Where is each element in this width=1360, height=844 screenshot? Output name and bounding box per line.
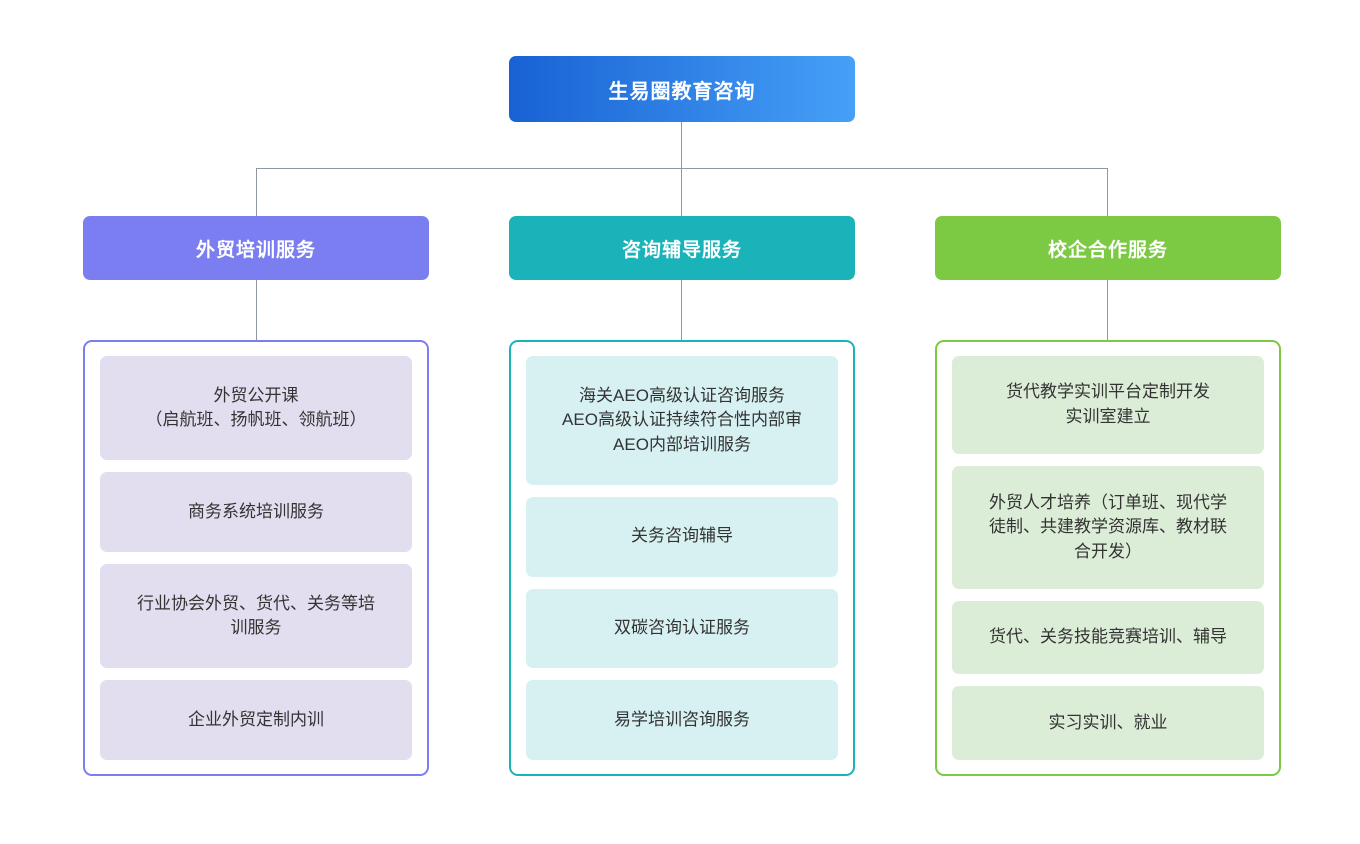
connector-stem-branch-1 [256, 280, 257, 340]
connector-root-stem [681, 122, 682, 168]
leaf-card-line: 关务咨询辅导 [631, 526, 733, 546]
leaf-card-text: 企业外贸定制内训 [188, 708, 324, 733]
branch-header-consulting[interactable]: 咨询辅导服务 [509, 216, 855, 280]
leaf-card[interactable]: 外贸公开课 （启航班、扬帆班、领航班） [100, 356, 412, 461]
leaf-card-line: 实习实训、就业 [1048, 712, 1168, 732]
leaf-card-line: 合开发） [1074, 541, 1142, 561]
leaf-card-text: 外贸人才培养（订单班、现代学徒制、共建教学资源库、教材联合开发） [989, 491, 1227, 565]
leaf-card-text: 双碳咨询认证服务 [614, 616, 750, 641]
leaf-card-line: 企业外贸定制内训 [188, 709, 324, 729]
leaf-card-line: 商务系统培训服务 [188, 501, 324, 521]
leaf-card[interactable]: 实习实训、就业 [952, 686, 1264, 760]
leaf-card[interactable]: 货代、关务技能竞赛培训、辅导 [952, 600, 1264, 675]
leaf-card-text: 易学培训咨询服务 [614, 708, 750, 733]
leaf-card-line: 训服务 [230, 618, 282, 638]
leaf-card[interactable]: 货代教学实训平台定制开发实训室建立 [952, 356, 1264, 455]
leaf-card-text: 货代教学实训平台定制开发实训室建立 [1006, 380, 1210, 429]
leaf-card-text: 海关AEO高级认证咨询服务 AEO高级认证持续符合性内部审 AEO内部培训服务 [562, 384, 802, 458]
root-node-label: 生易圈教育咨询 [608, 80, 756, 103]
leaf-card[interactable]: 外贸人才培养（订单班、现代学徒制、共建教学资源库、教材联合开发） [952, 466, 1264, 589]
leaf-card[interactable]: 企业外贸定制内训 [100, 680, 412, 761]
branch-box-outbound-training: 外贸公开课 （启航班、扬帆班、领航班） 商务系统培训服务行业协会外贸、货代、关务等培… [83, 340, 429, 776]
leaf-card-text: 关务咨询辅导 [631, 524, 733, 549]
branch-box-consulting: 海关AEO高级认证咨询服务 AEO高级认证持续符合性内部审 AEO内部培训服务关务咨… [509, 340, 855, 776]
connector-drop-branch-1 [256, 168, 257, 216]
leaf-card-line: 行业协会外贸、货代、关务等培 [137, 593, 375, 613]
leaf-card[interactable]: 海关AEO高级认证咨询服务 AEO高级认证持续符合性内部审 AEO内部培训服务 [526, 356, 838, 485]
branch-box-school-enterprise: 货代教学实训平台定制开发实训室建立外贸人才培养（订单班、现代学徒制、共建教学资源… [935, 340, 1281, 776]
connector-stem-branch-3 [1107, 280, 1108, 340]
branch-header-school-enterprise[interactable]: 校企合作服务 [935, 216, 1281, 280]
leaf-card-line: 易学培训咨询服务 [614, 709, 750, 729]
leaf-card-line: 徒制、共建教学资源库、教材联 [989, 517, 1227, 537]
leaf-card-line: 外贸人才培养（订单班、现代学 [989, 492, 1227, 512]
connector-drop-branch-3 [1107, 168, 1108, 216]
leaf-card[interactable]: 易学培训咨询服务 [526, 680, 838, 761]
leaf-card-line: 实训室建立 [1065, 407, 1151, 427]
leaf-card-text: 外贸公开课 （启航班、扬帆班、领航班） [146, 384, 367, 433]
leaf-card-line: （启航班、扬帆班、领航班） [145, 410, 367, 430]
leaf-card-text: 实习实训、就业 [1049, 711, 1168, 736]
leaf-card-line: 海关AEO高级认证咨询服务 [579, 385, 785, 405]
leaf-card[interactable]: 双碳咨询认证服务 [526, 588, 838, 669]
leaf-card-line: 货代教学实训平台定制开发 [1006, 382, 1210, 402]
leaf-card-line: AEO内部培训服务 [613, 434, 751, 454]
leaf-card-text: 商务系统培训服务 [188, 500, 324, 525]
leaf-card-text: 货代、关务技能竞赛培训、辅导 [989, 625, 1227, 650]
connector-stem-branch-2 [681, 280, 682, 340]
branch-header-label: 外贸培训服务 [195, 239, 316, 261]
leaf-card-line: 双碳咨询认证服务 [614, 618, 750, 638]
root-node[interactable]: 生易圈教育咨询 [509, 56, 855, 122]
branch-header-outbound-training[interactable]: 外贸培训服务 [83, 216, 429, 280]
leaf-card-line: 货代、关务技能竞赛培训、辅导 [989, 627, 1227, 647]
leaf-card-line: AEO高级认证持续符合性内部审 [562, 410, 802, 430]
leaf-card-text: 行业协会外贸、货代、关务等培训服务 [137, 592, 375, 641]
leaf-card-line: 外贸公开课 [213, 385, 299, 405]
leaf-card[interactable]: 商务系统培训服务 [100, 472, 412, 553]
connector-drop-branch-2 [681, 168, 682, 216]
leaf-card[interactable]: 关务咨询辅导 [526, 496, 838, 577]
leaf-card[interactable]: 行业协会外贸、货代、关务等培训服务 [100, 564, 412, 669]
branch-header-label: 校企合作服务 [1047, 239, 1168, 261]
branch-header-label: 咨询辅导服务 [621, 239, 742, 261]
